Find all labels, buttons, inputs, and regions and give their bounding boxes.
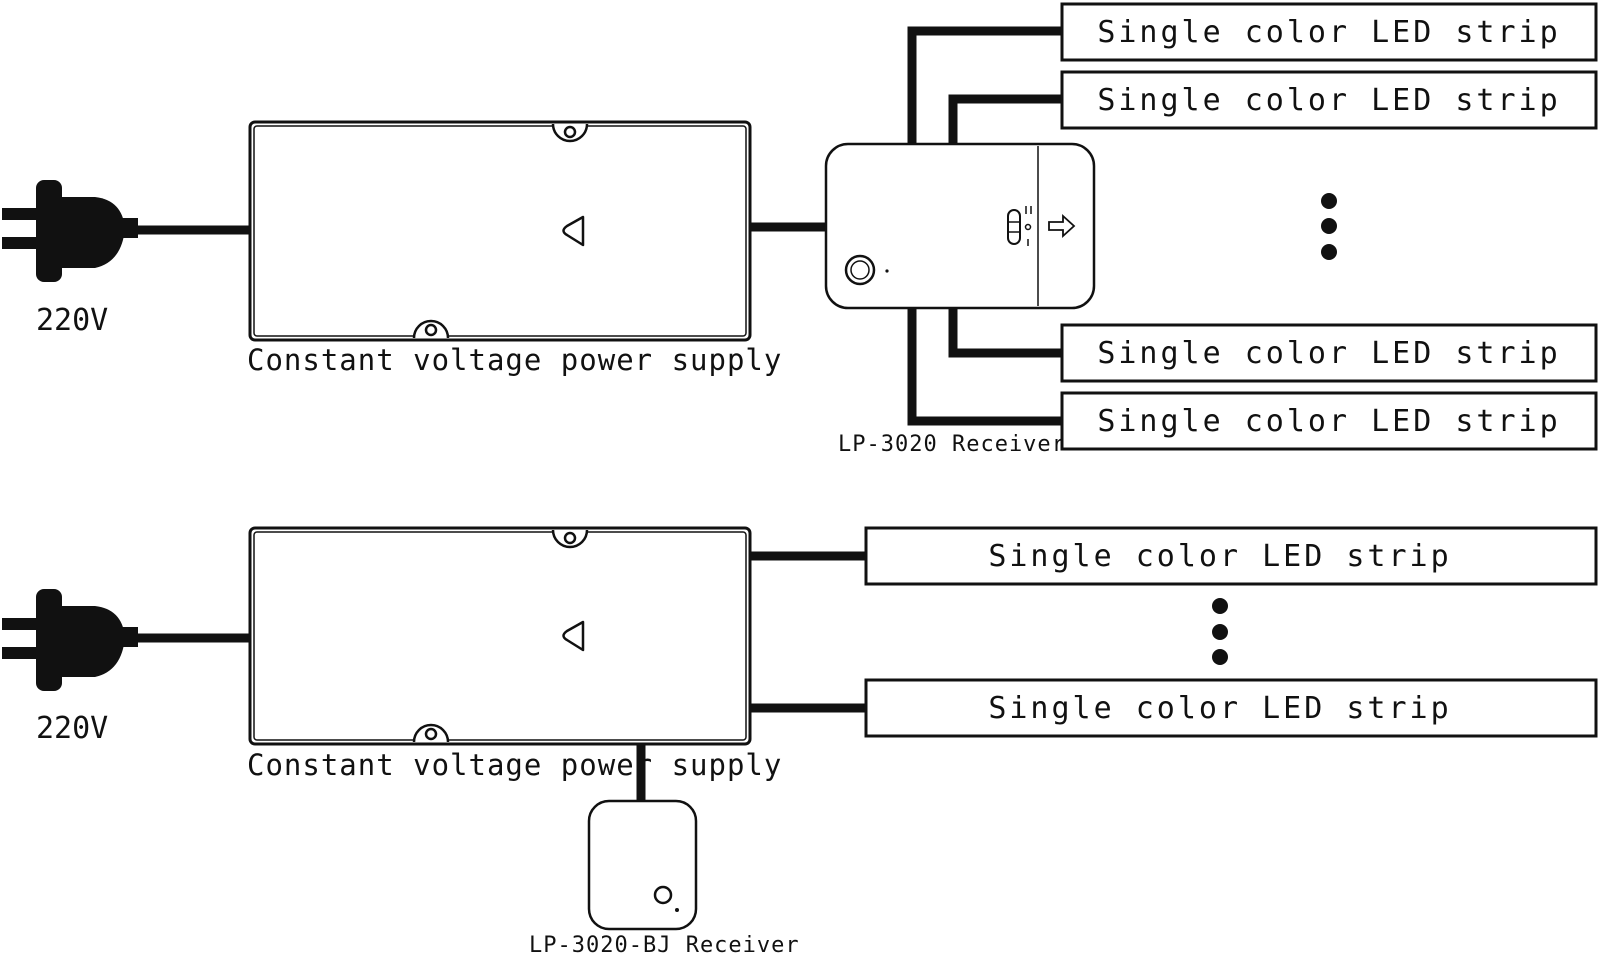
led-strip-label: Single color LED strip bbox=[988, 539, 1451, 574]
led-strip: Single color LED strip bbox=[1060, 323, 1598, 383]
led-strip-label: Single color LED strip bbox=[1097, 83, 1560, 118]
triangle-indicator-icon bbox=[562, 215, 585, 247]
power-supply-box bbox=[248, 120, 752, 342]
arrow-right-icon bbox=[1048, 213, 1076, 239]
voltage-label: 220V bbox=[36, 303, 108, 338]
ellipsis-vertical-icon bbox=[1321, 193, 1337, 260]
led-strip-label: Single color LED strip bbox=[1097, 15, 1560, 50]
receiver-button-icon bbox=[844, 254, 876, 286]
led-strip-label: Single color LED strip bbox=[1097, 404, 1560, 439]
power-supply-label: Constant voltage power supply bbox=[247, 748, 782, 782]
led-strip: Single color LED strip bbox=[1060, 70, 1598, 130]
receiver-button-icon bbox=[653, 885, 673, 905]
led-strip: Single color LED strip bbox=[1060, 2, 1598, 62]
mount-hole-icon bbox=[551, 529, 589, 549]
power-supply-label: Constant voltage power supply bbox=[247, 343, 782, 377]
led-strip-label: Single color LED strip bbox=[988, 691, 1451, 726]
receiver-label: LP-3020-BJ Receiver bbox=[529, 933, 800, 957]
led-strip-label: Single color LED strip bbox=[1097, 336, 1560, 371]
mount-hole-icon bbox=[412, 319, 450, 339]
mount-hole-icon bbox=[551, 123, 589, 143]
power-supply-box bbox=[248, 526, 752, 746]
switch-icon bbox=[1007, 206, 1032, 246]
receiver-output-wires bbox=[907, 26, 1062, 426]
voltage-label: 220V bbox=[36, 711, 108, 746]
led-strip: Single color LED strip bbox=[864, 678, 1598, 738]
mount-hole-icon bbox=[412, 723, 450, 743]
receiver-label: LP-3020 Receiver bbox=[838, 432, 1066, 457]
led-strip: Single color LED strip bbox=[864, 526, 1598, 586]
power-plug-icon bbox=[2, 589, 138, 691]
lp-3020-bj-receiver bbox=[587, 799, 698, 931]
power-plug-icon bbox=[2, 180, 138, 282]
bottom-section: 220V Constant voltage power supply bbox=[2, 526, 1598, 957]
lp-3020-receiver bbox=[824, 142, 1096, 310]
triangle-indicator-icon bbox=[562, 620, 585, 652]
led-strip: Single color LED strip bbox=[1060, 391, 1598, 451]
top-section: 220V Constant voltage power supply bbox=[2, 2, 1598, 457]
ellipsis-vertical-icon bbox=[1212, 598, 1228, 665]
